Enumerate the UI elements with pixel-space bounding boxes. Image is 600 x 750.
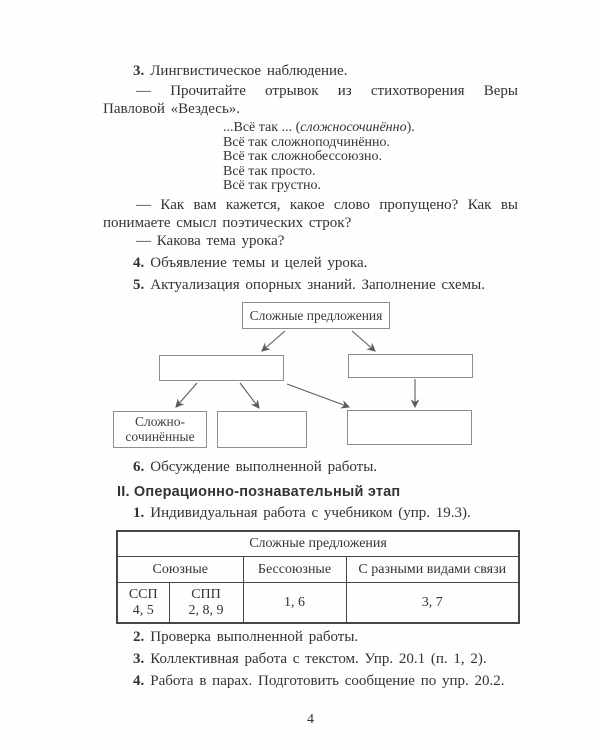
item-text: Работа в парах. Подготовить сообщение по… xyxy=(150,673,505,689)
item-number: 5. xyxy=(133,276,145,293)
nonunion-values-cell: 1, 6 xyxy=(242,582,347,624)
poem-line-4: Всё так просто. xyxy=(223,163,316,179)
scheme-top-box: Сложные предложения xyxy=(242,301,390,329)
item-number: 2. xyxy=(133,629,145,645)
item-text: Лингвистическое наблюдение. xyxy=(150,63,348,79)
poem-line-5: Всё так грустно. xyxy=(223,178,321,193)
item-number: 1. xyxy=(133,504,145,521)
scheme-bottom-middle-empty-box xyxy=(217,410,307,448)
poem-line-3: Всё так сложнобессоюзно. xyxy=(223,149,382,164)
lesson-item-3: 3. Лингвистическое наблюдение. xyxy=(103,63,518,80)
poem-excerpt: ...Всё так ... (сложносочинённо). Всё та… xyxy=(223,120,518,194)
intro-paragraph: — Прочитайте отрывок из стихотворения Ве… xyxy=(103,83,518,117)
scheme-mid-right-empty-box xyxy=(348,353,473,378)
scheme-bottom-left-label: Сложно-сочинённые xyxy=(125,414,195,444)
item-number: 3. xyxy=(133,651,145,667)
stage-2-heading: II. Операционно-познавательный этап xyxy=(117,483,401,500)
stage2-item-1: 1. Индивидуальная работа с учебником (упр… xyxy=(103,505,518,522)
item-number: 4. xyxy=(133,673,145,689)
item-number: 6. xyxy=(133,458,145,475)
item-text: Проверка выполненной работы. xyxy=(150,629,359,645)
item-text: Индивидуальная работа с учебником (упр. … xyxy=(150,504,471,521)
stage2-item-2: 2. Проверка выполненной работы. xyxy=(103,629,518,646)
lesson-item-4: 4. Объявление темы и целей урока. xyxy=(103,255,518,272)
lesson-item-5: 5. Актуализация опорных знаний. Заполнени… xyxy=(103,277,518,294)
teacher-question-1: — Как вам кажется, какое слово пропущено… xyxy=(103,196,518,231)
scheme-bottom-right-empty-box xyxy=(347,409,472,445)
teacher-question-2: — Какова тема урока? xyxy=(136,232,285,249)
poem-italic-word: сложносочинённо xyxy=(300,120,407,135)
scheme-bottom-left-box: Сложно-сочинённые xyxy=(113,410,207,448)
item-number: 4. xyxy=(133,254,145,271)
item-text: Актуализация опорных знаний. Заполнение … xyxy=(150,276,485,293)
stage2-item-4: 4. Работа в парах. Подготовить сообщение … xyxy=(103,673,518,690)
scheme-arrows xyxy=(175,330,420,409)
item-text: Коллективная работа с текстом. Упр. 20.1… xyxy=(150,651,487,667)
stage2-item-3: 3. Коллективная работа с текстом. Упр. 20… xyxy=(103,651,518,668)
lesson-item-6: 6. Обсуждение выполненной работы. xyxy=(103,459,518,476)
item-text: Объявление темы и целей урока. xyxy=(150,254,368,271)
page-content: 3. Лингвистическое наблюдение. — Прочитай… xyxy=(0,63,600,727)
table-title-row: Сложные предложения xyxy=(116,530,520,557)
table-title-cell: Сложные предложения xyxy=(116,530,520,557)
poem-line-1: ...Всё так ... (сложносочинённо). xyxy=(223,120,415,135)
sentence-types-scheme: Сложные предложения Сложно-сочинённые xyxy=(0,300,600,454)
col-mixed-header: С разными видами связи xyxy=(345,556,520,583)
table-header-row: Союзные Бессоюзные С разными видами связ… xyxy=(116,556,520,583)
item-text: Обсуждение выполненной работы. xyxy=(150,458,378,475)
poem-line-2: Всё так сложноподчинённо. xyxy=(223,134,391,150)
mixed-values-cell: 3, 7 xyxy=(345,582,520,624)
col-union-header: Союзные xyxy=(116,556,244,583)
col-nonunion-header: Бессоюзные xyxy=(242,556,347,583)
complex-sentences-table: Сложные предложения Союзные Бессоюзные С… xyxy=(116,529,521,624)
item-number: 3. xyxy=(133,63,145,79)
scheme-mid-left-empty-box xyxy=(159,354,284,381)
page-number: 4 xyxy=(307,712,314,727)
